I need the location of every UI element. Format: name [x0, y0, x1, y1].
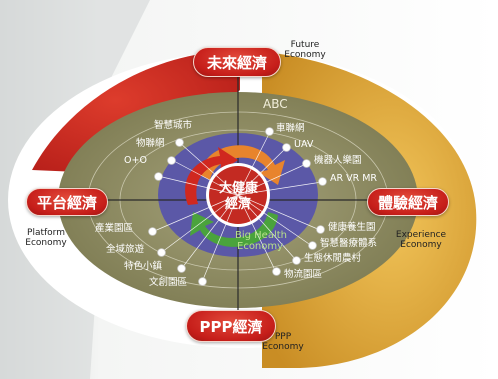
center-sub-en-1: Big Health [235, 230, 288, 241]
item-dot [309, 242, 316, 249]
center-title-line2: 經濟 [225, 197, 252, 212]
item-health-park: 健康養生園 [328, 222, 376, 233]
ppp-economy-pill: PPP經濟 [186, 310, 276, 342]
item-dot [168, 157, 175, 164]
item-dot [273, 268, 280, 275]
green-arrow [190, 212, 278, 247]
item-iot: 物聯網 [136, 138, 165, 149]
future-economy-en: Future Economy [284, 40, 326, 60]
item-uav: UAV [294, 139, 314, 150]
item-industrial-park: 產業園區 [95, 223, 134, 234]
item-dot [319, 178, 326, 185]
item-featured-town: 特色小鎮 [124, 261, 163, 272]
item-smart-medical: 智慧醫療體系 [320, 238, 378, 249]
platform-economy-pill: 平台經濟 [26, 188, 108, 216]
item-connected-car: 車聯網 [276, 123, 305, 134]
item-dot [176, 139, 183, 146]
item-dot [266, 128, 273, 135]
item-logistics-park: 物流園區 [284, 269, 323, 280]
item-dot [158, 249, 165, 256]
item-smart-city: 智慧城市 [154, 120, 193, 131]
item-dot [317, 226, 324, 233]
item-dot [303, 160, 310, 167]
center-sub-en-2: Economy [237, 241, 284, 252]
item-robot-park: 機器人樂園 [314, 155, 362, 166]
ppp-economy-en: PPP Economy [262, 332, 304, 352]
item-dot [293, 257, 300, 264]
future-economy-pill: 未來經濟 [193, 47, 281, 77]
experience-economy-pill: 體驗經濟 [367, 188, 449, 216]
red-arrow [185, 147, 238, 205]
spoke-lines [151, 131, 323, 283]
center-title-line1: 大健康 [219, 181, 259, 196]
item-dot [155, 173, 162, 180]
platform-economy-en: Platform Economy [25, 228, 67, 248]
item-eco-village: 生態休閒農村 [304, 253, 362, 264]
item-creative-park: 文創園區 [149, 277, 188, 288]
item-dot [283, 144, 290, 151]
item-dot [199, 278, 206, 285]
item-dot [178, 265, 185, 272]
item-all-region-tourism: 全域旅遊 [106, 244, 145, 255]
item-dot [149, 228, 156, 235]
abc-label: ABC [263, 97, 288, 111]
item-o-plus-o: O+O [124, 155, 147, 166]
item-ar-vr-mr: AR VR MR [330, 173, 378, 184]
experience-economy-en: Experience Economy [395, 230, 447, 250]
